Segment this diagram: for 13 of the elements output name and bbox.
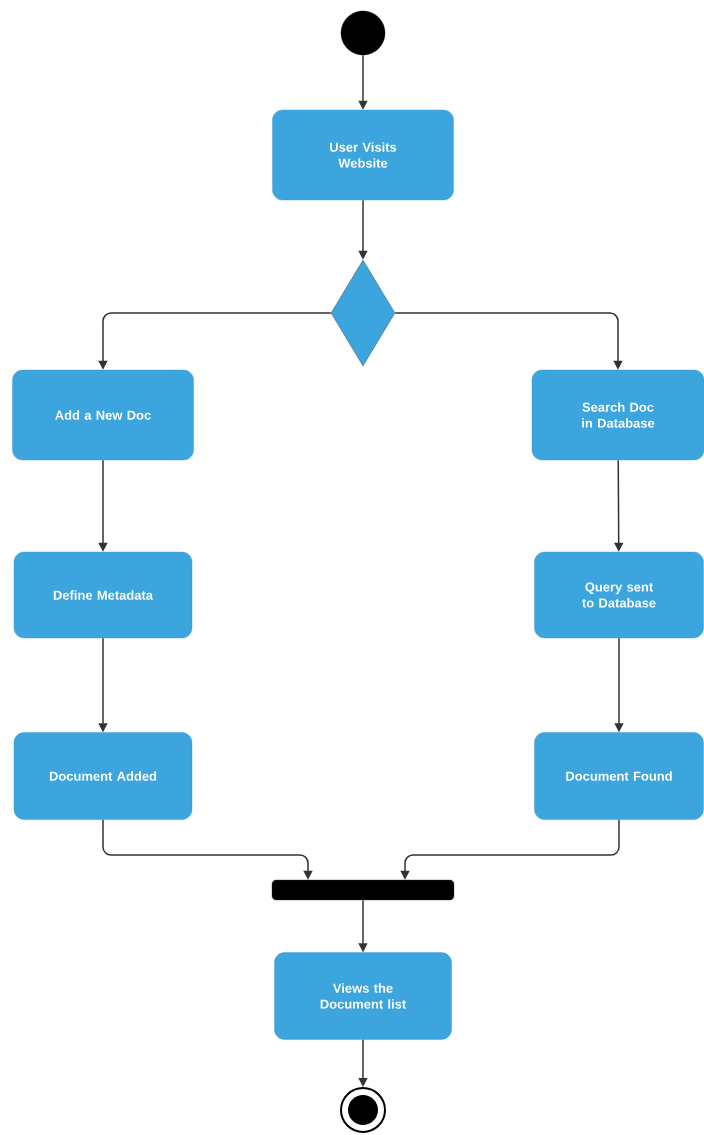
action-box: Document Found [534,732,704,820]
join-bar [271,879,455,901]
action-box: Search Doc in Database [531,369,704,461]
action-box: Define Metadata [13,551,193,639]
decision-diamond [330,259,396,367]
start-node [340,10,386,56]
action-box: User Visits Website [272,109,454,201]
action-box: Views the Document list [274,952,452,1040]
action-box: Add a New Doc [12,369,194,461]
arrow [358,1038,368,1087]
action-box: Document Added [13,732,193,820]
action-box: Query sent to Database [534,551,704,639]
end-node [340,1087,386,1133]
